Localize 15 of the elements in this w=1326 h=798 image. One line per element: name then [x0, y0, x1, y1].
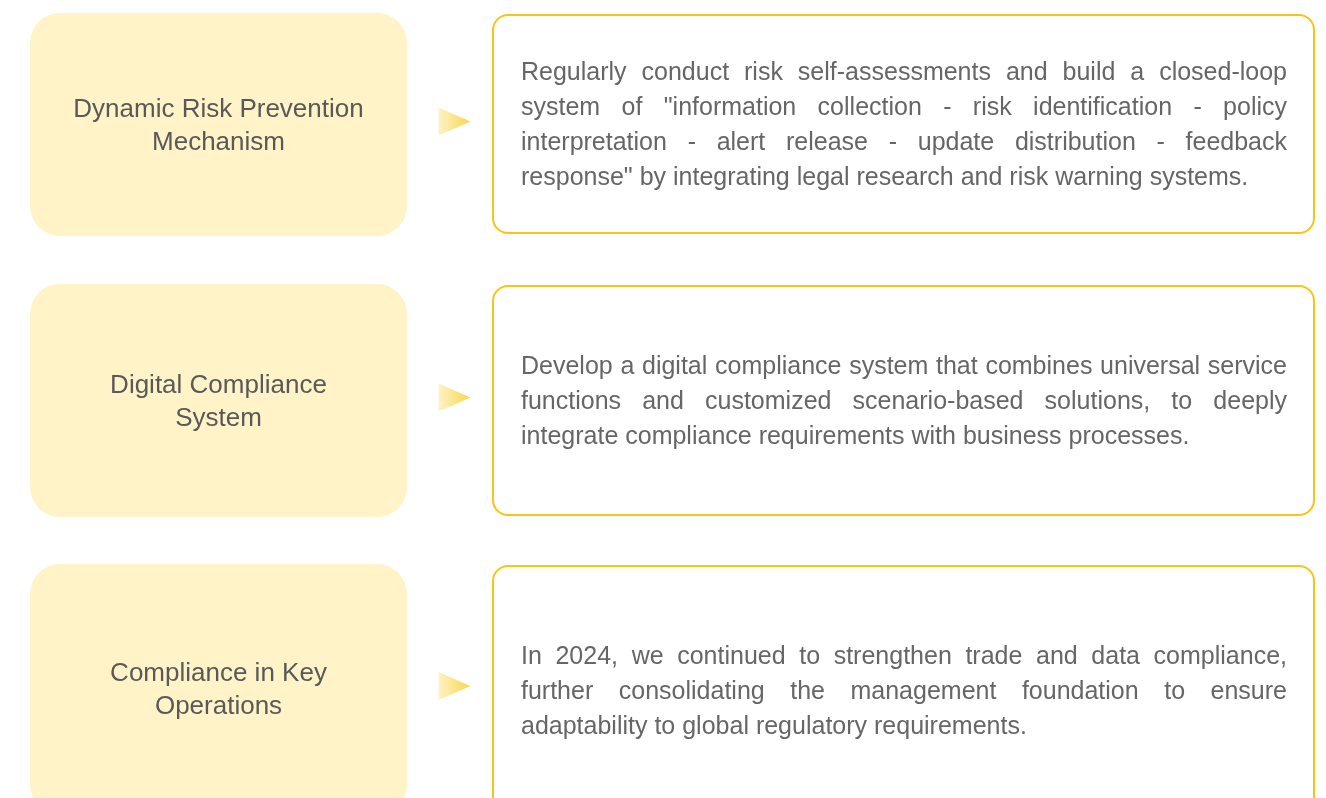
category-title: Dynamic Risk Prevention Mechanism — [72, 91, 365, 158]
description-text: In 2024, we continued to strengthen trade and data compliance, further consolidating the management foundation to ensure adaptability to global regulatory requirements. — [521, 639, 1287, 741]
description-text: Regularly conduct risk self-assessments and build a closed-loop system of "information collection - risk identification - policy interpretation - alert release - update distribution - feedback response" by integrating legal research and risk warning systems. — [521, 56, 1287, 192]
arrow — [438, 672, 471, 700]
arrow — [438, 383, 471, 412]
description-box — [492, 565, 1315, 798]
description-text: Develop a digital compliance system that combines universal service functions and customized scenario-based solutions, to deeply integrate compliance requirements with business processes. — [521, 350, 1287, 451]
category-box — [30, 13, 407, 236]
arrow — [438, 107, 471, 136]
description-box — [492, 285, 1315, 516]
category-box — [30, 284, 407, 517]
category-box — [30, 564, 407, 798]
description-box — [492, 14, 1315, 234]
category-title: Digital Compliance System — [109, 367, 328, 434]
category-title: Compliance in Key Operations — [109, 656, 328, 722]
